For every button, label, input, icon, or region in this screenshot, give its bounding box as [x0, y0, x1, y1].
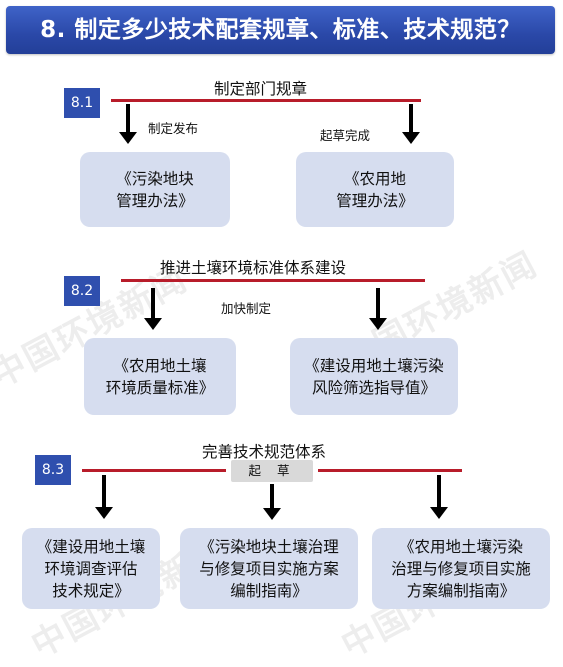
section-divider-line: [82, 469, 226, 472]
draft-badge: 起 草: [231, 460, 313, 482]
section-divider-line: [318, 469, 462, 472]
down-arrow-icon: [95, 475, 113, 519]
document-card: 《农用地土壤 环境质量标准》: [84, 338, 236, 415]
section-title: 制定部门规章: [214, 80, 308, 98]
action-note: 加快制定: [221, 301, 272, 316]
down-arrow-icon: [402, 104, 420, 144]
section-divider-line: [121, 279, 425, 282]
section-label: 8.2: [64, 276, 100, 306]
document-title: 《污染地块土壤治理 与修复项目实施方案 编制指南》: [199, 537, 339, 600]
document-title: 《农用地土壤 环境质量标准》: [105, 356, 215, 397]
action-note: 制定发布: [148, 121, 199, 136]
down-arrow-icon: [263, 484, 281, 520]
down-arrow-icon: [119, 104, 137, 144]
document-card: 《建设用地土壤污染 风险筛选指导值》: [290, 338, 458, 415]
section-divider-line: [111, 99, 421, 102]
document-title: 《农用地土壤污染 治理与修复项目实施 方案编制指南》: [391, 537, 531, 600]
document-card: 《建设用地土壤 环境调查评估 技术规定》: [22, 528, 160, 609]
document-title: 《污染地块 管理办法》: [116, 169, 194, 210]
document-card: 《污染地块土壤治理 与修复项目实施方案 编制指南》: [180, 528, 358, 609]
document-card: 《农用地土壤污染 治理与修复项目实施 方案编制指南》: [372, 528, 550, 609]
document-title: 《建设用地土壤污染 风险筛选指导值》: [304, 356, 444, 397]
section-label: 8.1: [64, 88, 100, 118]
document-card: 《污染地块 管理办法》: [80, 152, 230, 227]
down-arrow-icon: [144, 288, 162, 330]
document-title: 《农用地 管理办法》: [336, 169, 414, 210]
page-title-banner: 8. 制定多少技术配套规章、标准、技术规范？: [6, 6, 555, 54]
section-label: 8.3: [35, 455, 71, 485]
section-title: 推进土壤环境标准体系建设: [160, 259, 347, 277]
down-arrow-icon: [430, 475, 448, 519]
action-note: 起草完成: [320, 128, 371, 143]
down-arrow-icon: [369, 288, 387, 330]
document-title: 《建设用地土壤 环境调查评估 技术规定》: [36, 537, 146, 600]
document-card: 《农用地 管理办法》: [296, 152, 454, 227]
section-title: 完善技术规范体系: [202, 443, 327, 461]
